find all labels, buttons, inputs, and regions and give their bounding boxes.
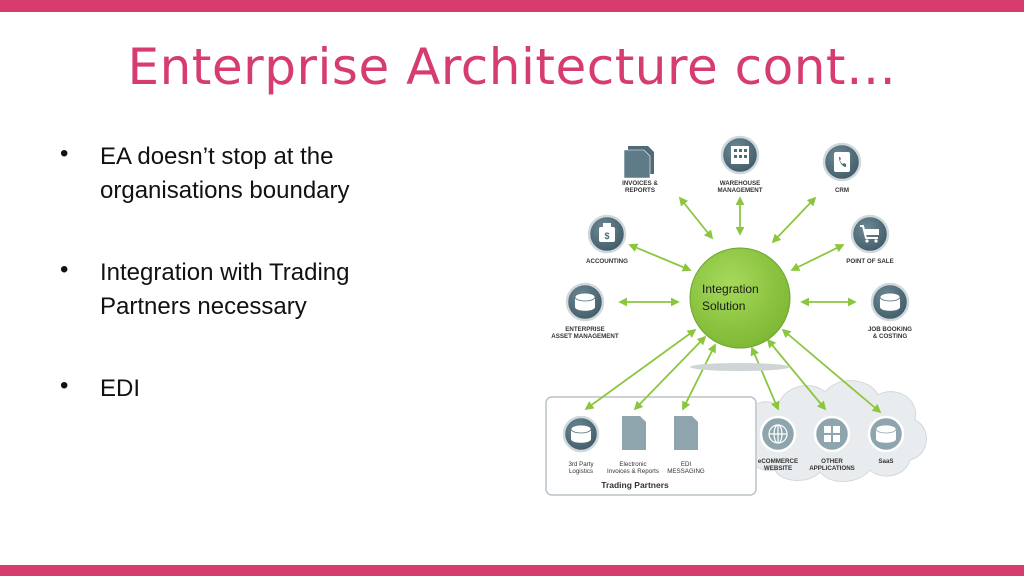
saas-label: SaaS: [878, 458, 893, 465]
einvoices-label-1: Electronic: [619, 461, 646, 468]
apps-icon: [824, 426, 840, 442]
globe-icon: [768, 424, 788, 444]
invoices-reports-label-1: INVOICES &: [622, 180, 658, 187]
svg-text:$: $: [604, 231, 609, 241]
bullet-text: EDI: [100, 375, 141, 402]
database-icon: [574, 292, 596, 311]
documents-icon: [623, 146, 654, 179]
connection-arrows: [584, 196, 882, 414]
database-icon: [570, 424, 592, 443]
edi-label-1: EDI: [681, 461, 692, 468]
invoices-reports-node: INVOICES & REPORTS: [622, 146, 658, 194]
job-booking-costing-node: JOB BOOKING & COSTING: [868, 282, 912, 340]
database-icon: [875, 424, 897, 443]
warehouse-label-2: MANAGEMENT: [717, 187, 762, 194]
electronic-invoices-node: Electronic Invoices & Reports: [607, 416, 659, 475]
crm-label: CRM: [835, 187, 849, 194]
document-icon: [622, 416, 646, 450]
ecommerce-label-2: WEBSITE: [764, 465, 792, 472]
integration-solution-node: Integration Solution: [689, 247, 791, 349]
bullet-text: Integration with Trading Partners necess…: [100, 259, 350, 320]
center-shadow: [690, 363, 790, 371]
document-icon: [674, 416, 698, 450]
crm-node: CRM: [822, 142, 862, 194]
slide-title: Enterprise Architecture cont…: [127, 38, 897, 96]
saas-node: SaaS: [867, 415, 905, 465]
bullet-dot: •: [60, 140, 69, 167]
bottom-accent-bar: [0, 565, 1024, 576]
accounting-label: ACCOUNTING: [586, 258, 628, 265]
logistics-label-2: Logistics: [569, 468, 593, 475]
point-of-sale-label: POINT OF SALE: [846, 258, 893, 265]
phone-book-icon: [834, 152, 850, 172]
job-booking-label-1: JOB BOOKING: [868, 326, 912, 333]
bullet-text: EA doesn’t stop at the organisations bou…: [100, 143, 350, 204]
warehouse-icon: [731, 146, 749, 164]
center-label-line2: Solution: [702, 299, 745, 313]
accounting-node: $ ACCOUNTING: [586, 214, 628, 265]
eam-label-2: ASSET MANAGEMENT: [551, 333, 619, 340]
logistics-label-1: 3rd Party: [568, 461, 594, 468]
point-of-sale-node: POINT OF SALE: [846, 214, 894, 265]
third-party-logistics-node: 3rd Party Logistics: [562, 415, 600, 475]
shopping-cart-icon: [860, 225, 879, 243]
center-label-line1: Integration: [702, 282, 759, 296]
other-apps-label-1: OTHER: [821, 458, 843, 465]
edi-messaging-node: EDI MESSAGING: [667, 416, 705, 475]
job-booking-label-2: & COSTING: [873, 333, 908, 340]
top-accent-bar: [0, 0, 1024, 12]
integration-diagram: Integration Solution INVOICES & REPORTS …: [540, 130, 940, 500]
edi-label-2: MESSAGING: [667, 468, 705, 475]
other-applications-node: OTHER APPLICATIONS: [809, 415, 855, 472]
warehouse-label-1: WAREHOUSE: [720, 180, 761, 187]
warehouse-management-node: WAREHOUSE MANAGEMENT: [717, 135, 763, 194]
money-bag-icon: $: [599, 223, 615, 242]
enterprise-asset-management-node: ENTERPRISE ASSET MANAGEMENT: [551, 282, 619, 340]
ecommerce-website-node: eCOMMERCE WEBSITE: [758, 415, 798, 472]
bullet-dot: •: [60, 256, 69, 283]
invoices-reports-label-2: REPORTS: [625, 187, 655, 194]
other-apps-label-2: APPLICATIONS: [809, 465, 855, 472]
eam-label-1: ENTERPRISE: [565, 326, 605, 333]
database-icon: [879, 292, 901, 311]
trading-partners-title: Trading Partners: [601, 480, 669, 490]
bullet-dot: •: [60, 372, 69, 399]
einvoices-label-2: Invoices & Reports: [607, 468, 659, 475]
ecommerce-label-1: eCOMMERCE: [758, 458, 798, 465]
